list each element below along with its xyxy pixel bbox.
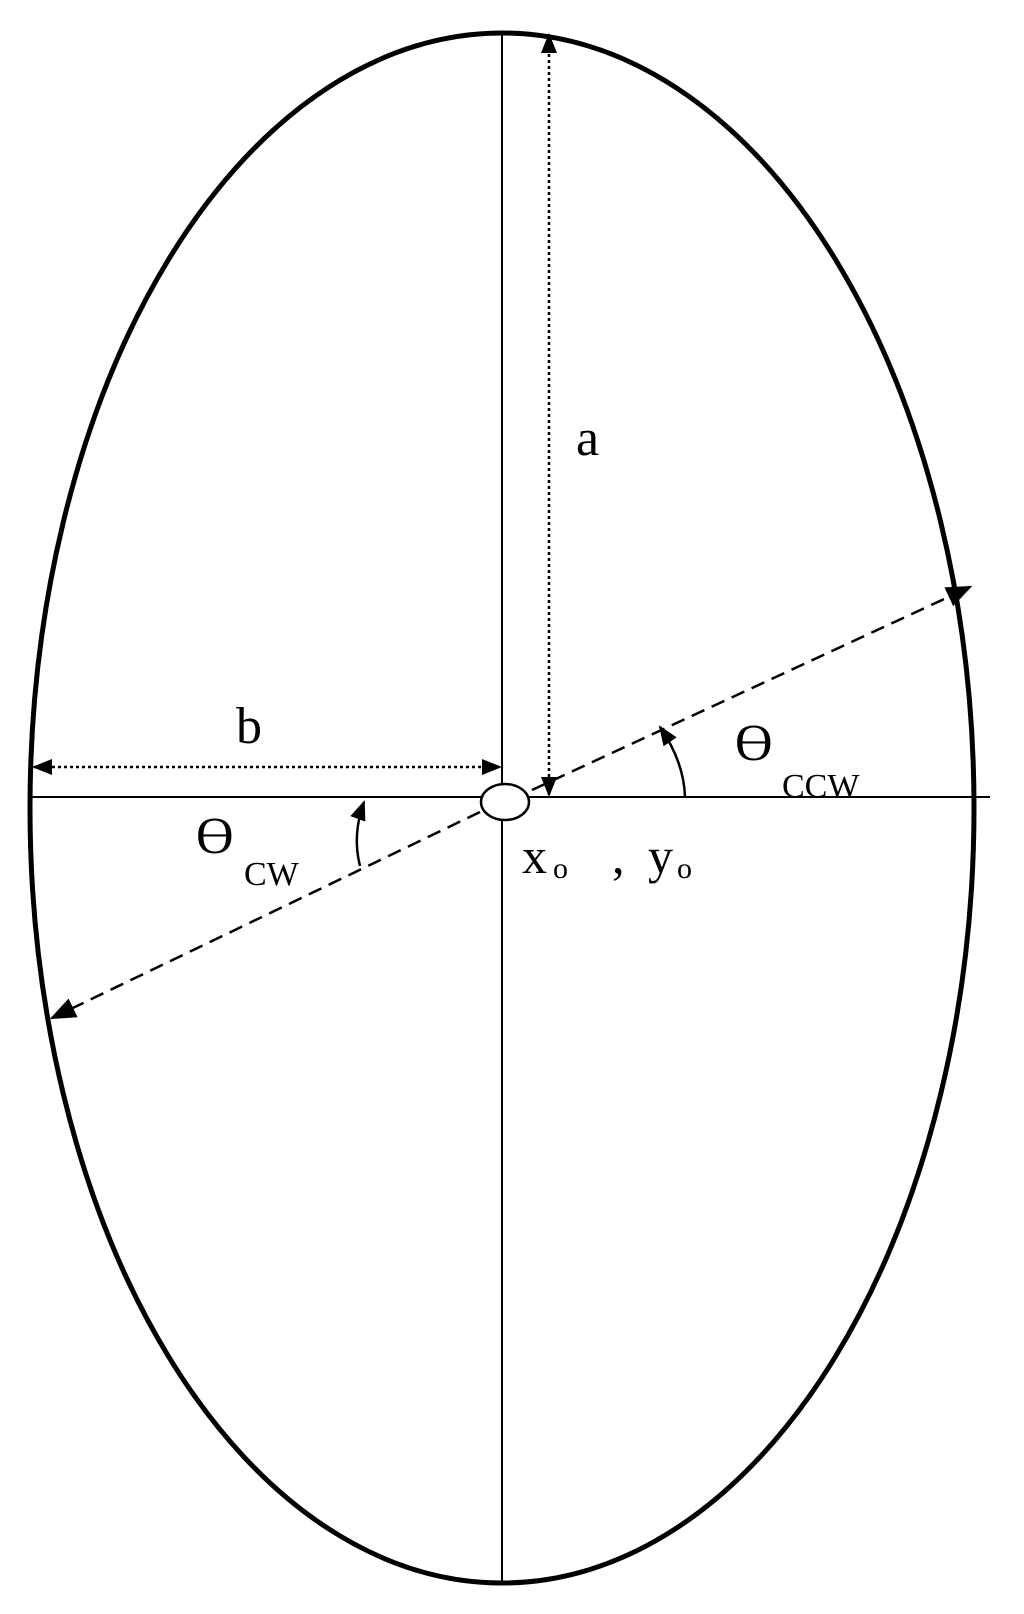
- rotated-axis-cw-arrow: [49, 810, 481, 1020]
- theta-ccw-subscript: CCW: [782, 768, 860, 805]
- theta-ccw-label: ϴ: [735, 715, 773, 772]
- center-y-subscript: o: [677, 852, 692, 885]
- center-y-label: y: [648, 828, 673, 884]
- rotated-axis-ccw-arrow: [531, 585, 973, 792]
- semi-major-label: a: [576, 410, 599, 467]
- theta-cw-arc: [350, 800, 366, 867]
- center-point: [479, 782, 531, 822]
- center-x-subscript: o: [553, 852, 568, 885]
- theta-cw-label: ϴ: [196, 808, 234, 865]
- center-separator: ,: [612, 828, 625, 884]
- theta-cw-subscript: CW: [244, 856, 300, 893]
- theta-ccw-arc: [658, 725, 687, 798]
- center-x-label: x: [522, 828, 547, 884]
- semi-minor-label: b: [236, 698, 262, 755]
- center-coordinates-label: x o , y o: [522, 828, 692, 885]
